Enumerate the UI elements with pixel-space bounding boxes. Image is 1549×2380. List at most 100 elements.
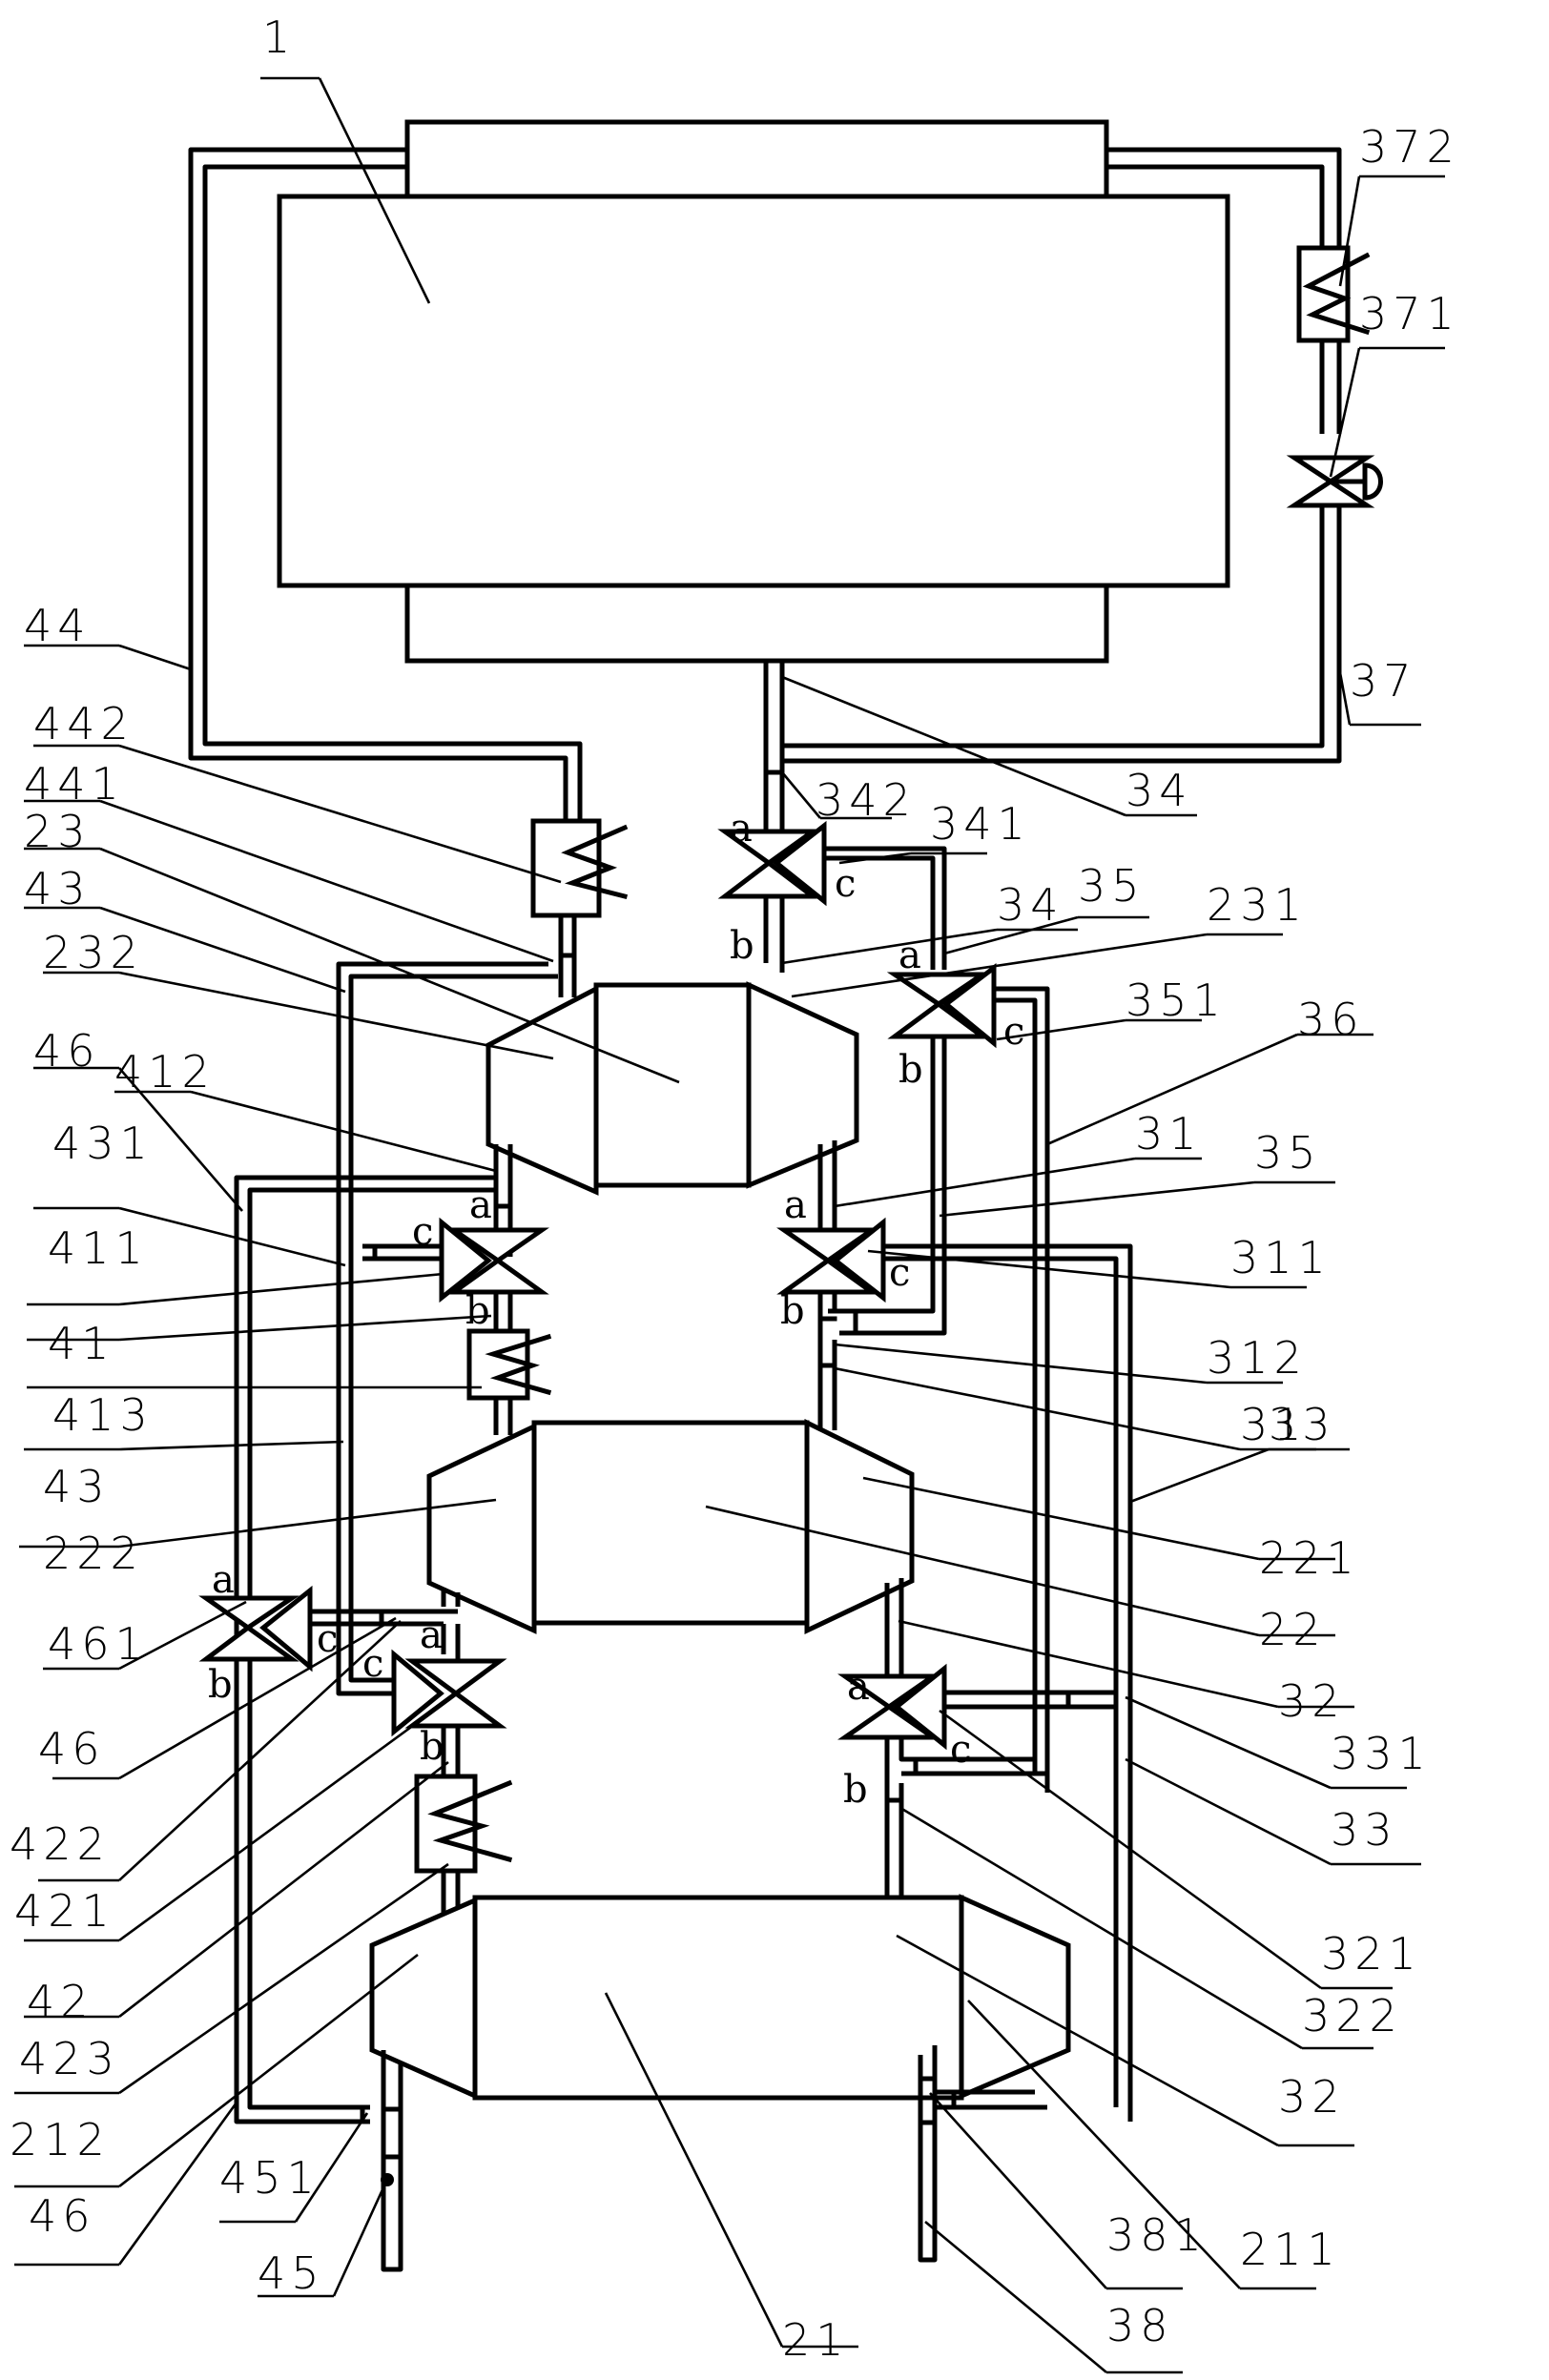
ref-leader-41 — [118, 1314, 492, 1342]
pipe-43-return-a — [348, 1621, 394, 1683]
ref-leader-38 — [924, 2221, 1107, 2373]
ref-leader-232 — [118, 971, 554, 1060]
ref-leader-212 — [118, 1953, 419, 2188]
heat-exchanger-442 — [530, 818, 629, 918]
ref-leader-322 — [899, 1806, 1303, 2050]
ref-label-31b: 31 — [1240, 1399, 1308, 1450]
ref-label-46c: 46 — [29, 2190, 96, 2242]
ref-leader-441 — [99, 799, 554, 963]
ref-leader-312 — [834, 1343, 1208, 1385]
port-a-311: a — [784, 1183, 807, 1227]
pipe-36-inner — [994, 997, 1038, 1774]
ref-label-381: 381 — [1106, 2209, 1208, 2261]
ref-label-45: 45 — [258, 2247, 325, 2299]
port-a-411: a — [469, 1183, 492, 1227]
three-way-valve-461 — [198, 1585, 313, 1672]
ref-label-33b: 33 — [1331, 1804, 1398, 1856]
ref-label-44: 44 — [24, 600, 92, 651]
ref-label-42: 42 — [27, 1976, 94, 2027]
ref-leader-351 — [996, 1018, 1126, 1041]
ref-leader-46c — [117, 2102, 238, 2266]
ref-leader-341 — [838, 851, 912, 865]
ref-leader-43a — [99, 906, 346, 994]
port-a-341: a — [730, 807, 753, 851]
ref-leader-442 — [118, 744, 562, 884]
ref-label-421: 421 — [14, 1885, 115, 1937]
ref-label-311: 311 — [1230, 1232, 1332, 1283]
ref-label-331: 331 — [1331, 1728, 1432, 1779]
ref-label-351: 351 — [1126, 975, 1227, 1026]
port-b-341: b — [730, 924, 754, 968]
ref-leader-321 — [939, 1709, 1322, 1990]
ref-label-413: 413 — [52, 1389, 154, 1441]
ref-leader-451 — [294, 2112, 369, 2223]
ref-label-43a: 43 — [24, 863, 92, 914]
three-way-valve-351 — [886, 962, 997, 1049]
port-c-351: c — [1003, 1010, 1024, 1054]
ref-label-451: 451 — [219, 2152, 320, 2204]
pipe-35-upper-inner — [824, 855, 936, 970]
ref-label-212: 212 — [10, 2114, 111, 2165]
ref-leader-1 — [318, 77, 431, 304]
port-a-351: a — [898, 934, 921, 977]
ref-label-312: 312 — [1207, 1332, 1308, 1384]
ref-leader-33b — [1125, 1757, 1332, 1866]
ref-label-35a: 35 — [1078, 860, 1146, 912]
ref-label-461: 461 — [48, 1618, 149, 1670]
ref-leader-381 — [929, 2092, 1107, 2289]
pipe-33-inner — [883, 1256, 1119, 2107]
ref-label-211: 211 — [1240, 2224, 1341, 2275]
ref-leader-461 — [118, 1600, 247, 1671]
heat-exchanger-413 — [466, 1328, 552, 1401]
ref-label-38: 38 — [1106, 2300, 1174, 2351]
ref-leader-42 — [118, 1760, 449, 2019]
port-a-421: a — [420, 1613, 443, 1657]
ref-label-32b: 32 — [1278, 2071, 1346, 2123]
ref-label-37: 37 — [1350, 655, 1417, 707]
ref-leader-32a — [898, 1619, 1279, 1709]
ref-leader-412 — [190, 1090, 497, 1173]
ref-leader-31b — [834, 1366, 1241, 1451]
ref-leader-342 — [781, 771, 821, 819]
ref-leader-222 — [118, 1498, 497, 1549]
ref-label-1: 1 — [262, 11, 296, 63]
reactor-21 — [369, 1894, 1071, 2101]
main-unit — [277, 119, 1230, 664]
ref-label-322: 322 — [1302, 1990, 1403, 2041]
reactor-23 — [485, 981, 859, 1196]
ref-label-422: 422 — [10, 1818, 111, 1870]
port-b-351: b — [898, 1048, 923, 1092]
pipe-37 — [782, 147, 1342, 764]
heat-exchanger-372 — [1296, 245, 1371, 343]
ref-leader-371 — [1329, 347, 1361, 478]
three-way-valve-421 — [391, 1649, 507, 1737]
ref-label-34a: 34 — [1126, 765, 1193, 816]
pipe-34 — [763, 661, 785, 851]
port-c-461: c — [317, 1617, 338, 1661]
port-c-341: c — [835, 862, 856, 906]
three-way-valve-411 — [439, 1217, 549, 1303]
ref-label-43b: 43 — [43, 1461, 111, 1512]
three-way-valve-311 — [776, 1217, 886, 1303]
pipe-45 — [360, 2050, 403, 2272]
ref-leader-36 — [1046, 1033, 1298, 1146]
port-c-311: c — [889, 1251, 910, 1295]
pipe-33-outer — [883, 1243, 1133, 2122]
port-letters: a b c a b c a b c a b c a b c a b c a b … — [208, 807, 1024, 1812]
pipe-322-a — [898, 1737, 1035, 1762]
port-a-461: a — [212, 1558, 235, 1602]
ref-label-35b: 35 — [1254, 1127, 1322, 1179]
sensor-dot — [381, 2173, 394, 2186]
ref-leader-372 — [1338, 175, 1361, 287]
ref-label-321: 321 — [1321, 1928, 1422, 1980]
ref-leader-37 — [1337, 667, 1352, 726]
ref-label-341: 341 — [930, 798, 1031, 850]
ref-leader-423 — [118, 1862, 449, 2095]
ref-leader-34a — [781, 675, 1126, 817]
ref-label-371: 371 — [1359, 288, 1460, 339]
ref-leader-221 — [862, 1476, 1260, 1561]
ref-leader-21 — [604, 1992, 784, 2348]
ref-leader-211 — [967, 2000, 1241, 2289]
pipe-35-lower-outer — [839, 1036, 947, 1336]
